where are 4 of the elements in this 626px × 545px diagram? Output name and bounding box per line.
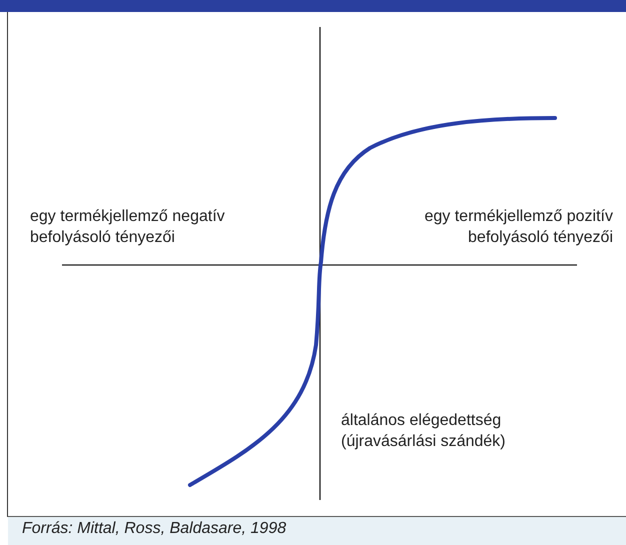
axis-label: egy termékjellemző negatív befolyásoló tényezői: [30, 207, 226, 248]
source-caption: Forrás: Mittal, Ross, Baldasare, 1998: [22, 520, 286, 538]
axis-label: egy termékjellemző pozitív befolyásoló tényezői: [423, 207, 613, 248]
axis-label: általános elégedettség (újravásárlási szándék): [341, 411, 507, 452]
